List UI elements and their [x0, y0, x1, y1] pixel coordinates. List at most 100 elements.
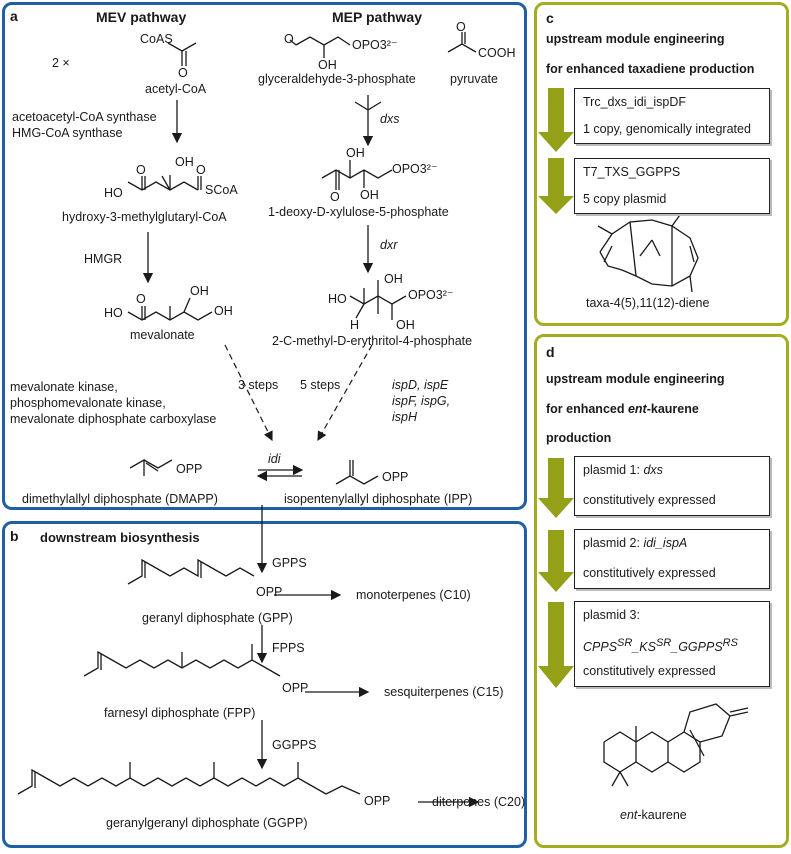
acetyl-coa-structure — [167, 42, 197, 66]
gpp-chain — [127, 558, 255, 585]
mev-kinase-1: mevalonate kinase, — [10, 380, 118, 394]
idi-label: idi — [268, 452, 281, 466]
fpp-chain — [83, 650, 281, 677]
green-arrow-d1 — [538, 458, 574, 518]
green-arrow-c2 — [538, 158, 574, 214]
construct-c1-line2: 1 copy, genomically integrated — [583, 122, 751, 136]
mev-pathway-title: MEV pathway — [96, 9, 187, 25]
pyruvate-name: pyruvate — [450, 72, 498, 86]
o-label-pyruvate: O — [456, 20, 466, 34]
ent-kaurene-structure — [603, 703, 749, 787]
o-label-dxp: O — [330, 190, 340, 204]
panel-c-letter: c — [546, 10, 554, 26]
pyruvate-structure — [447, 32, 477, 53]
o-label-hmg-2: O — [196, 163, 206, 177]
three-steps-label: 3 steps — [238, 378, 279, 392]
opp-label-ipp: OPP — [382, 470, 409, 484]
oh-label-mev: OH — [190, 284, 209, 298]
opp-label-dmapp: OPP — [176, 462, 203, 476]
taxadiene-structure — [597, 211, 699, 293]
fpp-name: farnesyl diphosphate (FPP) — [104, 706, 256, 720]
construct-box-c1: Trc_dxs_idi_ispDF 1 copy, genomically in… — [574, 88, 770, 144]
o-label-g3p: O — [284, 32, 294, 46]
g3p-structure — [289, 36, 351, 58]
cooh-label: COOH — [478, 46, 516, 60]
construct-d2-line2: constitutively expressed — [583, 566, 716, 580]
mep-structure — [349, 280, 407, 320]
panel-d-title-3: production — [546, 431, 612, 445]
dxs-label: dxs — [380, 112, 400, 126]
panel-d-title-2: for enhanced ent-kaurene — [546, 402, 699, 416]
green-arrow-d3 — [538, 602, 574, 688]
construct-box-d1: plasmid 1: dxs constitutively expressed — [574, 456, 770, 516]
sesquiterpenes-label: sesquiterpenes (C15) — [384, 685, 504, 699]
oh-label-mep-2: OH — [396, 318, 415, 332]
enzyme-acetoacetyl: acetoacetyl-CoA synthase — [12, 110, 157, 124]
dxp-structure — [321, 160, 393, 190]
mev-kinase-2: phosphomevalonate kinase, — [10, 396, 166, 410]
construct-c2-line2: 5 copy plasmid — [583, 192, 667, 206]
panel-c-title-2: for enhanced taxadiene production — [546, 62, 755, 76]
opo3-label-dxp: OPO3²⁻ — [392, 162, 438, 176]
mep-name: 2-C-methyl-D-erythritol-4-phosphate — [272, 334, 473, 348]
opp-label-ggpp: OPP — [364, 794, 391, 808]
panel-a-letter: a — [10, 8, 18, 24]
monoterpenes-label: monoterpenes (C10) — [356, 588, 471, 602]
five-steps-label: 5 steps — [300, 378, 341, 392]
hmg-coa-name: hydroxy-3-methylglutaryl-CoA — [62, 210, 227, 224]
oh-label-hmg: OH — [175, 155, 194, 169]
ent-kaurene-name: ent-kaurene — [620, 808, 687, 822]
oh-label-mev-2: OH — [214, 304, 233, 318]
opo3-label-mep: OPO3²⁻ — [408, 288, 454, 302]
panel-c-title-1: upstream module engineering — [546, 32, 725, 46]
isp-genes-3: ispH — [392, 410, 418, 424]
panel-d-title-1: upstream module engineering — [546, 372, 725, 386]
construct-box-d2: plasmid 2: idi_ispA constitutively expre… — [574, 529, 770, 589]
dashed-arrow-mep — [317, 344, 373, 442]
gpps-label: GPPS — [272, 556, 307, 570]
ipp-name: isopentenylallyl diphosphate (IPP) — [284, 492, 473, 506]
ggpp-name: geranylgeranyl diphosphate (GGPP) — [106, 816, 308, 830]
construct-d3-line3: constitutively expressed — [583, 664, 716, 678]
mevalonate-name: mevalonate — [130, 328, 195, 342]
oh-label-dxp-2: OH — [360, 188, 379, 202]
construct-d2-line1: plasmid 2: idi_ispA — [583, 536, 688, 550]
ggpps-label: GGPPS — [272, 738, 317, 752]
panel-d — [534, 334, 789, 848]
diterpenes-label: diterpenes (C20) — [432, 795, 526, 809]
opp-label-gpp: OPP — [256, 585, 283, 599]
ho-label-mev: HO — [104, 306, 123, 320]
two-x-label: 2 × — [52, 56, 70, 70]
coas-label: CoAS — [140, 32, 173, 46]
construct-d3-line1: plasmid 3: — [583, 608, 640, 622]
ho-label-mep: HO — [328, 292, 347, 306]
green-arrow-d2 — [538, 530, 574, 592]
taxadiene-name: taxa-4(5),11(12)-diene — [586, 296, 710, 310]
panel-c — [534, 2, 789, 326]
o-label-acetyl: O — [178, 66, 188, 80]
oh-label-dxp: OH — [346, 146, 365, 160]
acetyl-coa-name: acetyl-CoA — [145, 82, 207, 96]
hmgr-label: HMGR — [84, 252, 123, 266]
construct-c1-line1: Trc_dxs_idi_ispDF — [583, 95, 687, 109]
o-label-hmg: O — [136, 163, 146, 177]
dashed-arrow-mev — [224, 344, 273, 442]
panel-b — [2, 521, 527, 848]
mevalonate-structure — [127, 297, 213, 321]
construct-box-c2: T7_TXS_GGPPS 5 copy plasmid — [574, 158, 770, 214]
dxr-label: dxr — [380, 238, 398, 252]
o-label-mev: O — [136, 292, 146, 306]
oh-label-mep: OH — [384, 272, 403, 286]
dxp-name: 1-deoxy-D-xylulose-5-phosphate — [268, 205, 449, 219]
dmapp-structure — [129, 458, 173, 476]
isp-genes-1: ispD, ispE — [392, 378, 449, 392]
construct-d1-line2: constitutively expressed — [583, 493, 716, 507]
construct-d3-genes: CPPSSR_KSSR_GGPPSRS — [583, 637, 738, 655]
downstream-title: downstream biosynthesis — [40, 530, 200, 545]
ipp-structure — [335, 460, 379, 485]
mep-pathway-title: MEP pathway — [332, 9, 422, 25]
